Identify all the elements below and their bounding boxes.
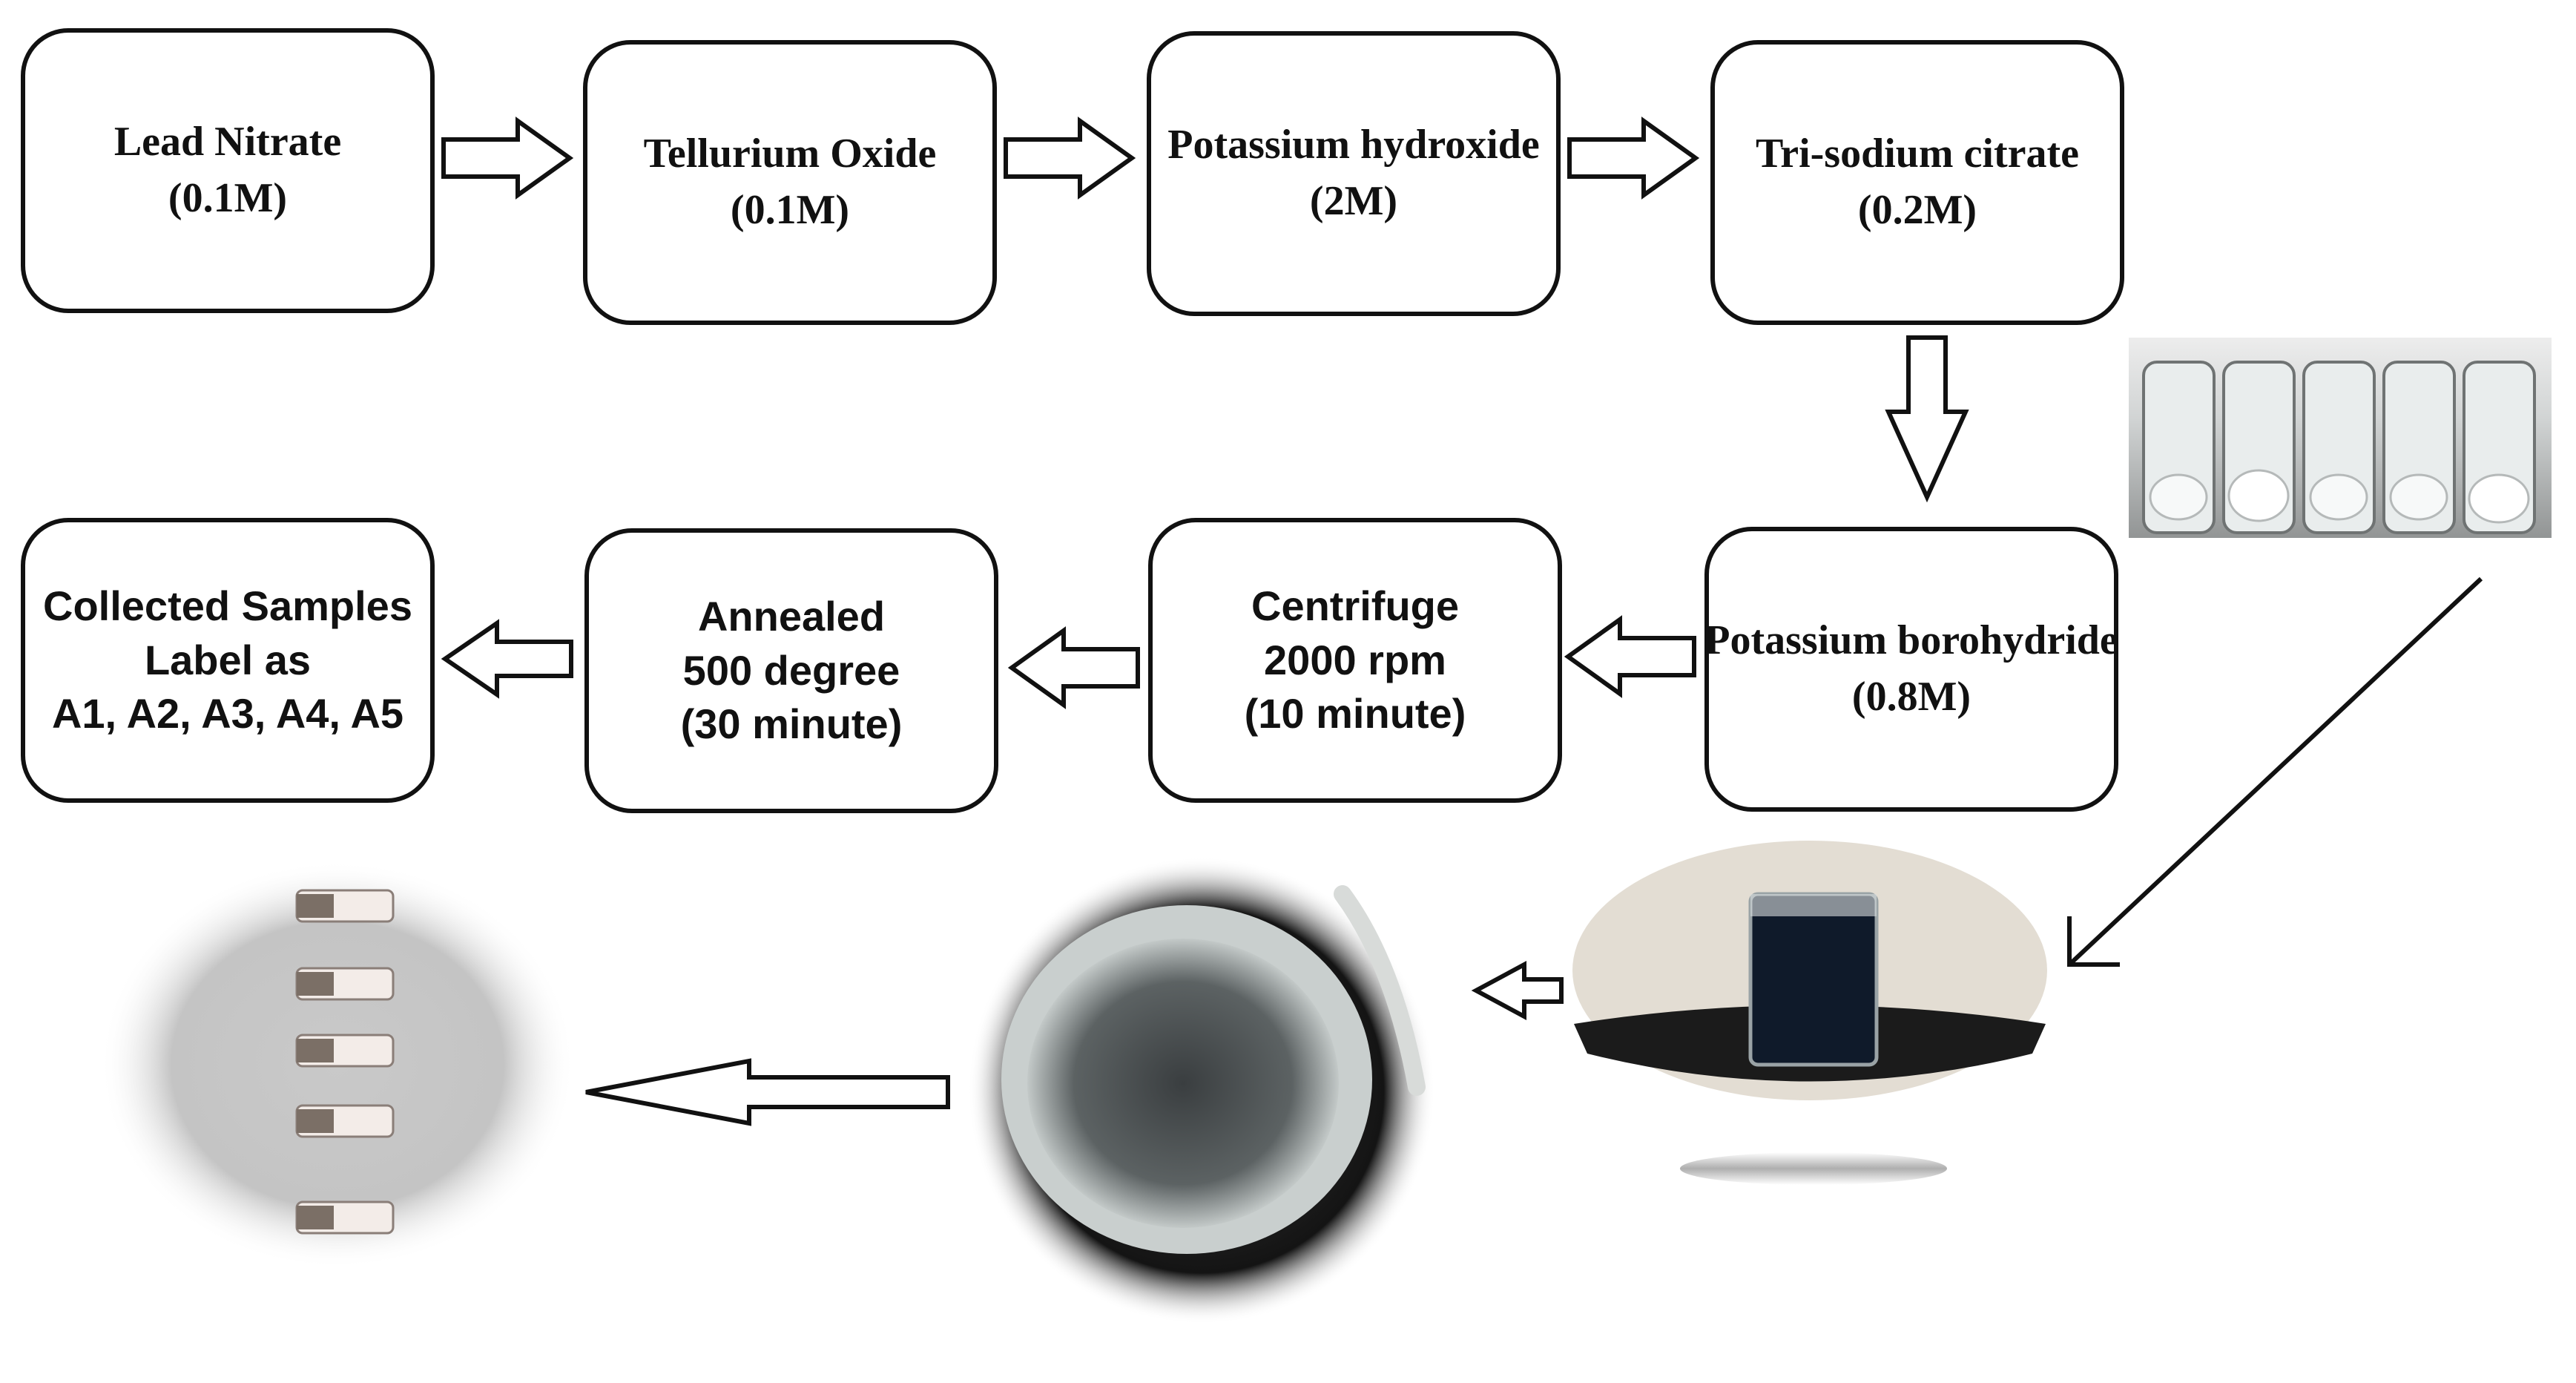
tri-sodium-citrate-box: Tri-sodium citrate (0.2M) — [1710, 40, 2124, 325]
crucible-photo — [968, 857, 1435, 1324]
arrow-diagonal — [2067, 576, 2483, 967]
potassium-borohydride-conc: (0.8M) — [1851, 674, 1971, 720]
sample-vial-5 — [295, 1200, 395, 1235]
samples-photo — [100, 861, 575, 1269]
centrifuge-label: Centrifuge — [1251, 582, 1459, 629]
arrow-right-1 — [441, 116, 574, 200]
beaker-photo — [1572, 841, 2047, 1185]
tri-sodium-citrate-label: Tri-sodium citrate — [1756, 131, 2079, 177]
arrow-left-3 — [441, 619, 573, 699]
lead-nitrate-conc: (0.1M) — [168, 175, 288, 221]
arrow-left-long — [585, 1058, 950, 1126]
sample-vial-4 — [295, 1104, 395, 1138]
annealed-time: (30 minute) — [680, 700, 903, 748]
collected-samples-line2: Label as — [144, 636, 312, 683]
arrow-left-2 — [1007, 626, 1140, 709]
arrow-left-small — [1471, 960, 1564, 1021]
potassium-borohydride-box: Potassium borohydride (0.8M) — [1704, 527, 2118, 812]
potassium-hydroxide-box: Potassium hydroxide (2M) — [1147, 31, 1561, 316]
tellurium-oxide-label: Tellurium Oxide — [643, 131, 937, 177]
lead-nitrate-label: Lead Nitrate — [113, 119, 342, 165]
annealed-temp: 500 degree — [682, 646, 900, 694]
collected-samples-box: Collected Samples Label as A1, A2, A3, A… — [21, 518, 435, 803]
centrifuge-box: Centrifuge 2000 rpm (10 minute) — [1148, 518, 1562, 803]
tri-sodium-citrate-conc: (0.2M) — [1857, 187, 1977, 233]
vials-photo — [2129, 338, 2552, 538]
potassium-borohydride-label: Potassium borohydride — [1704, 617, 2118, 664]
arrow-right-2 — [1004, 116, 1136, 200]
sample-vial-2 — [295, 967, 395, 1001]
arrow-left-1 — [1564, 615, 1696, 698]
centrifuge-speed: 2000 rpm — [1264, 636, 1446, 683]
centrifuge-time: (10 minute) — [1244, 690, 1466, 738]
arrow-right-3 — [1567, 116, 1700, 200]
tellurium-oxide-conc: (0.1M) — [730, 187, 850, 233]
sample-vial-3 — [295, 1034, 395, 1068]
lead-nitrate-box: Lead Nitrate (0.1M) — [21, 28, 435, 313]
potassium-hydroxide-conc: (2M) — [1309, 178, 1398, 224]
tellurium-oxide-box: Tellurium Oxide (0.1M) — [583, 40, 997, 325]
arrow-down — [1885, 335, 1969, 503]
collected-samples-line3: A1, A2, A3, A4, A5 — [51, 690, 404, 738]
annealed-label: Annealed — [697, 592, 886, 640]
collected-samples-line1: Collected Samples — [43, 582, 412, 629]
sample-vial-1 — [295, 889, 395, 923]
potassium-hydroxide-label: Potassium hydroxide — [1167, 122, 1540, 168]
annealed-box: Annealed 500 degree (30 minute) — [584, 528, 998, 813]
